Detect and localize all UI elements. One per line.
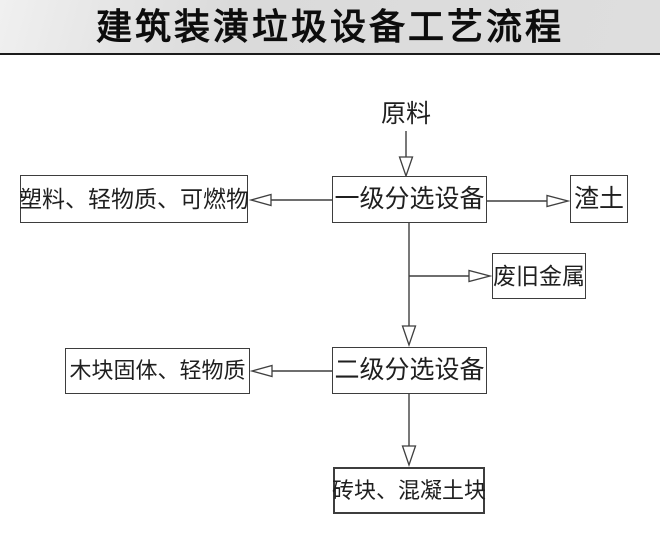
arrowhead-left-plastics: [248, 193, 272, 207]
arrowhead-right-slag: [546, 194, 571, 208]
node-output-plastics: 塑料、轻物质、可燃物: [19, 175, 249, 223]
node-secondary-sorting: 二级分选设备: [332, 347, 487, 394]
arrowhead-down-stage2: [401, 325, 417, 348]
node-primary-sorting: 一级分选设备: [332, 176, 487, 223]
node-output-scrap-metal: 废旧金属: [492, 253, 586, 299]
node-output-brick: 砖块、混凝土块: [332, 467, 486, 514]
arrowhead-down-brick: [401, 445, 417, 468]
node-output-wood: 木块固体、轻物质: [65, 348, 250, 394]
node-raw-material: 原料: [380, 101, 431, 128]
page-title: 建筑装潢垃圾设备工艺流程: [95, 5, 564, 47]
arrowhead-left-wood: [249, 364, 273, 378]
arrowhead-right-metal: [468, 269, 493, 283]
arrowhead-down-stage1: [398, 156, 414, 179]
title-banner: 建筑装潢垃圾设备工艺流程: [0, 0, 660, 55]
node-output-slag: 渣土: [570, 175, 628, 223]
